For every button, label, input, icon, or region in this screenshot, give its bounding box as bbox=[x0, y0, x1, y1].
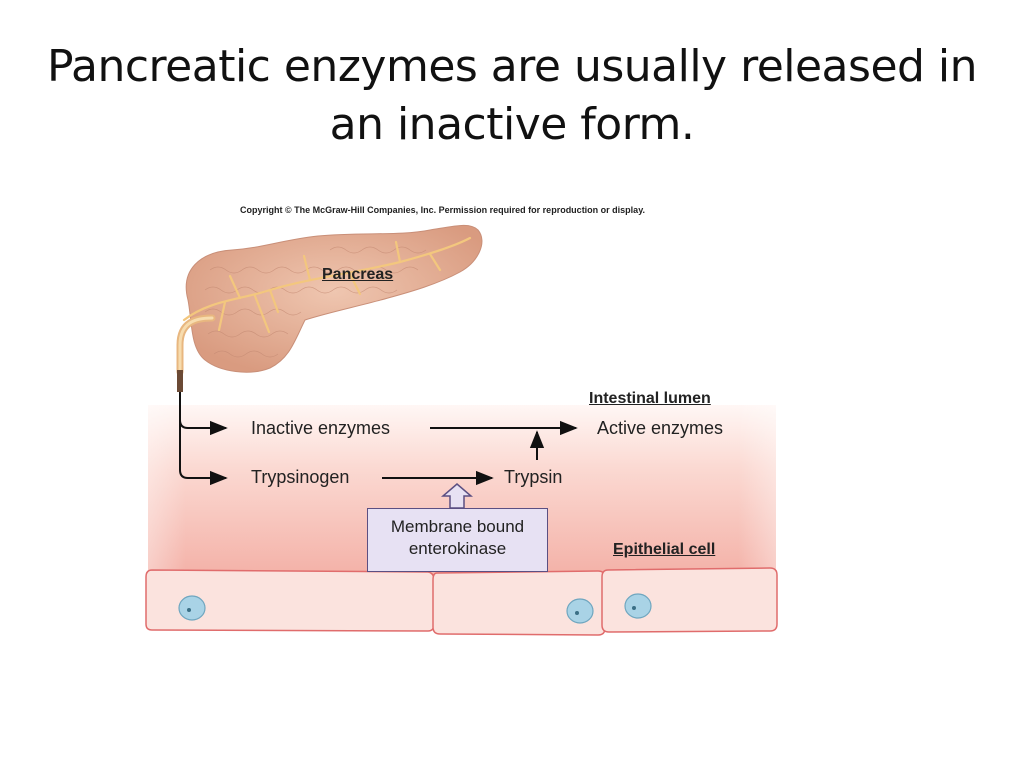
label-trypsin: Trypsin bbox=[504, 467, 563, 487]
label-pancreas: Pancreas bbox=[322, 266, 394, 283]
duct-line bbox=[179, 392, 228, 486]
nucleus-2 bbox=[566, 598, 594, 624]
label-epithelial-cell: Epithelial cell bbox=[613, 541, 716, 558]
enterokinase-line-2: enterokinase bbox=[408, 539, 507, 558]
label-trypsinogen: Trypsinogen bbox=[251, 467, 350, 487]
enterokinase-box: Membrane bound enterokinase bbox=[367, 508, 548, 572]
label-active-enzymes: Active enzymes bbox=[597, 418, 724, 438]
arrow-to-inactive-enzymes bbox=[179, 419, 228, 436]
epithelial-layer bbox=[145, 567, 778, 636]
flow-arrows bbox=[179, 392, 578, 486]
nucleus-3 bbox=[624, 593, 652, 619]
pancreas-illustration bbox=[182, 224, 483, 373]
label-inactive-enzymes: Inactive enzymes bbox=[251, 418, 391, 438]
enterokinase-line-1: Membrane bound bbox=[390, 517, 525, 536]
title-line-2: an inactive form. bbox=[329, 99, 695, 150]
title-line-1: Pancreatic enzymes are usually released … bbox=[46, 41, 978, 92]
label-intestinal-lumen: Intestinal lumen bbox=[589, 390, 711, 407]
nucleus-1 bbox=[178, 595, 206, 621]
copyright-notice: Copyright © The McGraw-Hill Companies, I… bbox=[240, 205, 646, 215]
enterokinase-activation-arrow bbox=[440, 483, 474, 509]
slide-title: Pancreatic enzymes are usually released … bbox=[40, 38, 984, 154]
